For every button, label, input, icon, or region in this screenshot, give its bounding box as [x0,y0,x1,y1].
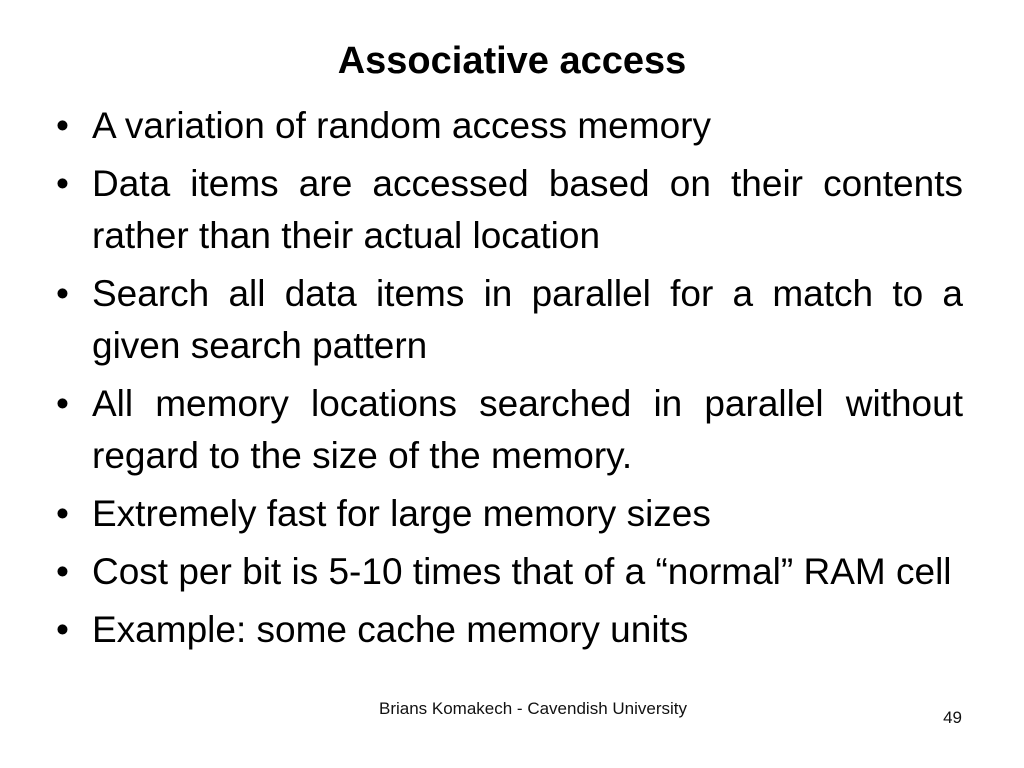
bullet-text: Search all data items in parallel for a … [92,273,963,366]
bullet-dot-icon: • [56,383,69,424]
bullet-text: A variation of random access memory [92,105,711,146]
bullet-item: • All memory locations searched in paral… [52,378,963,482]
bullet-item: • A variation of random access memory [52,100,963,152]
bullet-text: Example: some cache memory units [92,609,689,650]
bullet-item: • Data items are accessed based on their… [52,158,963,262]
bullet-text: All memory locations searched in paralle… [92,383,963,476]
footer-author: Brians Komakech - Cavendish University [378,699,687,718]
page-number: 49 [943,708,962,727]
bullet-dot-icon: • [56,273,69,314]
bullet-item: • Example: some cache memory units [52,604,963,656]
slide-title: Associative access [337,40,687,82]
bullet-text: Cost per bit is 5-10 times that of a “no… [92,551,952,592]
bullet-dot-icon: • [56,105,69,146]
bullet-dot-icon: • [56,163,69,204]
bullet-text: Extremely fast for large memory sizes [92,493,711,534]
bullet-list: • A variation of random access memory • … [52,100,963,662]
bullet-item: • Extremely fast for large memory sizes [52,488,963,540]
bullet-item: • Cost per bit is 5-10 times that of a “… [52,546,963,598]
bullet-item: • Search all data items in parallel for … [52,268,963,372]
bullet-text: Data items are accessed based on their c… [92,163,963,256]
bullet-dot-icon: • [56,493,69,534]
bullet-dot-icon: • [56,609,69,650]
bullet-dot-icon: • [56,551,69,592]
